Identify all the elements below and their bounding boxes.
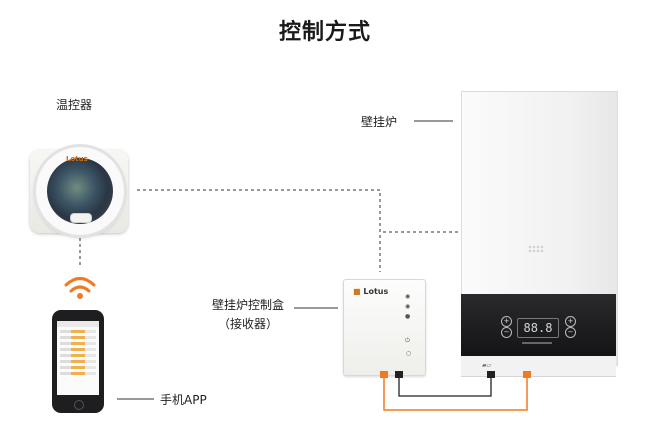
thermostat-button [70,213,92,223]
boiler-button-up-right: + [565,316,576,327]
boiler-vent [528,245,544,253]
control-box [343,279,426,376]
control-box-label: 壁挂炉控制盒 [212,298,285,312]
boiler-indicator-bar [522,342,552,344]
diagram-title: 控制方式 [278,20,371,45]
reset-button-icon: ○ [406,350,412,357]
wifi-icon [64,277,96,299]
thermostat-label: 温控器 [56,98,93,112]
control-box-orange-terminal [380,371,388,378]
phone-screen [57,321,99,395]
boiler-logo-icon: ▰▱ [482,362,492,369]
status-indicator-icon: ◉ [405,303,411,310]
boiler-black-terminal [487,371,495,378]
control-box-logo-text: Lotus [363,287,389,296]
power-indicator-icon: ● [405,313,411,320]
thermostat-logo: Lotus [66,155,88,163]
boiler-button-down-right: − [565,327,576,338]
phone-app-label: 手机APP [160,393,207,407]
boiler-button-down-left: − [501,327,512,338]
wifi-indicator-icon: ◉ [405,293,411,300]
phone-home-button [74,400,84,410]
boiler-bottom [461,356,616,377]
boiler-control-panel [461,294,616,356]
boiler-display: 88.8 [517,318,559,338]
boiler-orange-terminal [523,371,531,378]
control-box-black-terminal [395,371,403,378]
orange-wire [383,376,528,411]
receiver-label: （接收器） [218,317,279,331]
boiler-button-up-left: + [501,316,512,327]
thermostat-link-line [137,189,381,272]
black-wire [398,376,492,397]
control-box-logo: ■ Lotus [353,287,389,296]
power-button-icon: ⏻ [405,337,410,344]
boiler-label: 壁挂炉 [361,115,398,129]
